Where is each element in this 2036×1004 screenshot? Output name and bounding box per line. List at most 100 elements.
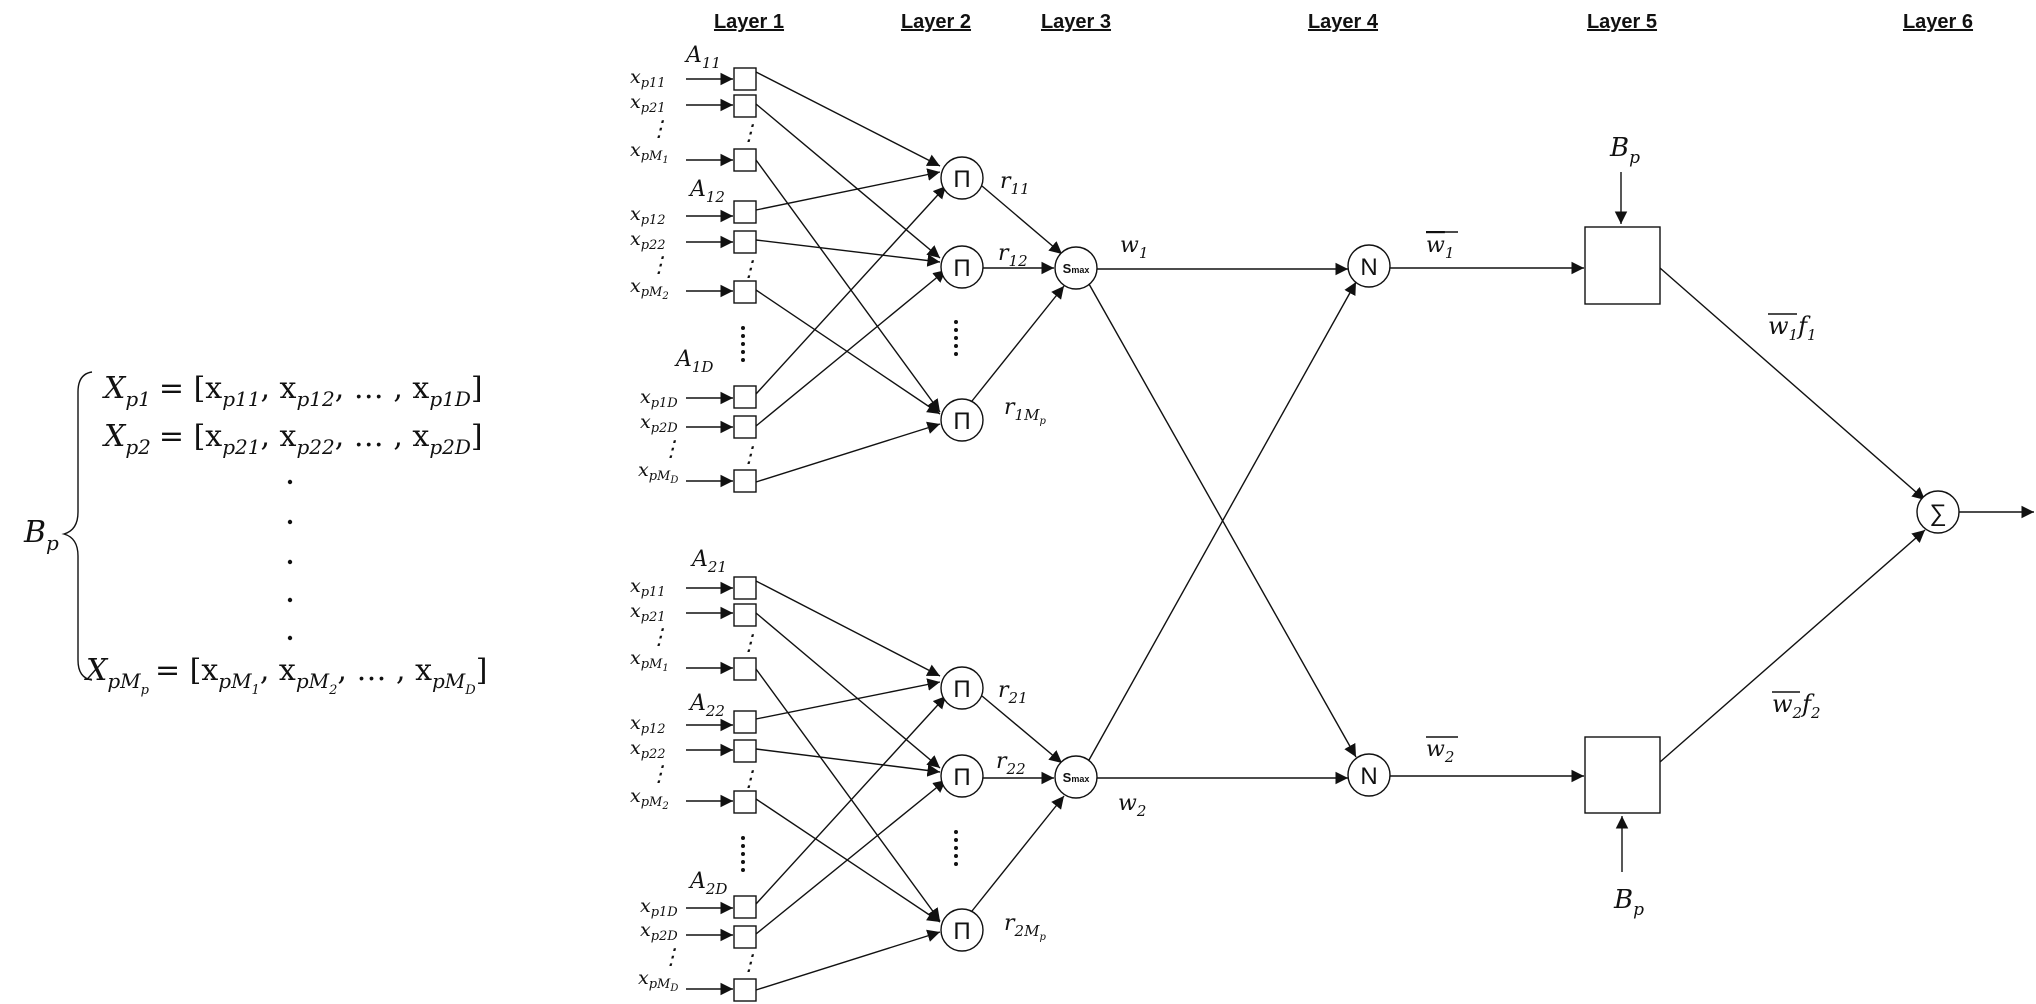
input-label: xpM1	[630, 647, 669, 674]
left-brace	[61, 371, 93, 681]
rule-label: r21	[998, 678, 1028, 707]
mf-label-a2d: A2D	[688, 869, 727, 898]
normalized-weight-label: w2	[1426, 737, 1454, 766]
rule-group-1: A11 A12 A1D xp11 xp21 ⋮ xpM1 xp12 xp22 ⋮…	[630, 43, 1926, 758]
layer-5-label: Layer 5	[1587, 11, 1657, 33]
input-label: xp11	[630, 575, 666, 600]
rule-label: r11	[1000, 169, 1030, 198]
layer-2-label: Layer 2	[901, 11, 971, 33]
product-node	[940, 754, 984, 798]
pi-icon: Π	[953, 918, 970, 945]
input-label: xpMD	[638, 967, 678, 994]
input-label: xp2D	[640, 411, 678, 436]
mf-node	[733, 469, 757, 493]
input-label: xpM1	[630, 139, 669, 166]
equation-row-3: XpMp= [xpM1, xpM2, … , xpMD]	[84, 653, 487, 698]
input-dots: ⋮	[660, 437, 682, 462]
equation-row-2: Xp2= [xp21, xp22, … , xp2D]	[102, 419, 483, 459]
pi-icon: Π	[953, 408, 970, 435]
mf-node	[733, 94, 757, 118]
input-label: xp2D	[640, 919, 678, 944]
consequent-node	[1584, 736, 1661, 814]
mf-label-a11: A11	[684, 43, 721, 72]
product-node	[940, 666, 984, 710]
mf-label-a22: A22	[688, 691, 725, 720]
weighted-output-label: w2f2	[1772, 690, 1821, 722]
smax-node	[1054, 246, 1098, 290]
product-node	[940, 245, 984, 289]
input-label: xp11	[630, 66, 666, 91]
mf-node	[733, 657, 757, 681]
rule-label: r22	[996, 749, 1026, 778]
bp-input-label: Bp	[1609, 133, 1640, 168]
weight-label: w1	[1120, 233, 1148, 262]
input-label: xp22	[630, 228, 666, 253]
input-label: xpM2	[630, 785, 669, 812]
input-label: xp1D	[640, 895, 678, 920]
input-dots: ⋮	[648, 253, 670, 278]
layer-3-label: Layer 3	[1041, 11, 1111, 33]
rule-ellipsis	[954, 830, 958, 866]
input-label: xpMD	[638, 459, 678, 486]
equation-row-1: Xp1= [xp11, xp12, … , xp1D]	[102, 371, 483, 411]
rule-label: r12	[998, 241, 1028, 270]
input-label: xp12	[630, 203, 666, 228]
weighted-output-label: w1f1	[1768, 312, 1817, 344]
smax-icon: Smax	[1063, 261, 1090, 276]
smax-icon: Smax	[1063, 770, 1090, 785]
mf-node	[733, 790, 757, 814]
pi-icon: Π	[953, 764, 970, 791]
mf-dots: ⋮	[738, 443, 760, 468]
rule-ellipsis	[954, 320, 958, 356]
mf-node	[733, 385, 757, 409]
bp-input-label: Bp	[1613, 885, 1644, 920]
mf-label-a1d: A1D	[674, 347, 713, 376]
product-node	[940, 156, 984, 200]
input-label: xp21	[630, 600, 666, 625]
input-label: xpM2	[630, 275, 669, 302]
mf-node	[733, 200, 757, 224]
mf-node	[733, 576, 757, 600]
layer-6-label: Layer 6	[1903, 11, 1973, 33]
pi-icon: Π	[953, 166, 970, 193]
sum-icon: ∑	[1929, 500, 1946, 527]
mf-dots: ⋮	[738, 121, 760, 146]
layer-4-label: Layer 4	[1308, 11, 1379, 33]
consequent-node	[1584, 226, 1661, 305]
weight-label: w2	[1118, 791, 1146, 820]
pi-icon: Π	[953, 255, 970, 282]
mf-node	[733, 895, 757, 919]
mf-node	[733, 739, 757, 763]
product-node	[940, 908, 984, 952]
mf-dots: ⋮	[738, 631, 760, 656]
normalized-weight-label: w1	[1426, 233, 1454, 262]
bp-symbol: Bp	[23, 515, 59, 555]
mf-ellipsis	[741, 326, 745, 362]
rule-label: r2Mp	[1004, 911, 1046, 943]
product-node	[940, 398, 984, 442]
input-label: xp21	[630, 91, 666, 116]
mf-node	[733, 710, 757, 734]
rule-group-2: A21 A22 A2D xp11 xp21 ⋮ xpM1 xp12 xp22 ⋮…	[630, 281, 1926, 1002]
normalize-node	[1347, 753, 1391, 797]
mf-node	[733, 925, 757, 949]
rule-label: r1Mp	[1004, 395, 1046, 427]
normalize-node	[1347, 244, 1391, 288]
mf-ellipsis	[741, 836, 745, 872]
mf-node	[733, 280, 757, 304]
mf-node	[733, 415, 757, 439]
layer-1-label: Layer 1	[714, 11, 784, 33]
mf-dots: ⋮	[738, 767, 760, 792]
mf-dots: ⋮	[738, 257, 760, 282]
input-set-equation: Bp Xp1= [xp11, xp12, … , xp1D] Xp2= [xp2…	[23, 371, 487, 698]
mf-node	[733, 148, 757, 172]
mf-node	[733, 230, 757, 254]
pi-icon: Π	[953, 676, 970, 703]
mf-node	[733, 67, 757, 91]
input-dots: ⋮	[648, 117, 670, 142]
input-dots: ⋮	[648, 762, 670, 787]
mf-label-a21: A21	[690, 547, 727, 576]
normalize-icon: N	[1360, 254, 1377, 281]
input-dots: ⋮	[660, 945, 682, 970]
